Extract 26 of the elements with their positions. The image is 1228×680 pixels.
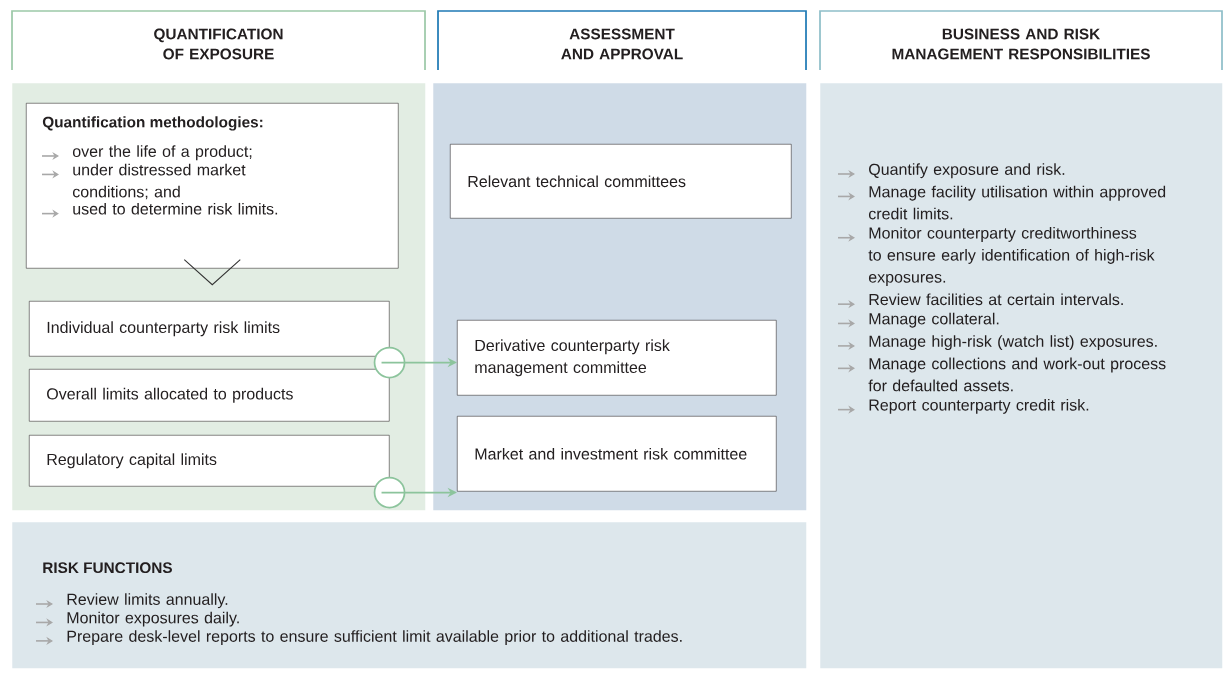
- list-item: Review limits annually.: [67, 593, 228, 609]
- text-box: Derivative counterparty risk management committee: [457, 320, 777, 396]
- list-item: Manage high-risk (watch list) exposures.: [869, 335, 1157, 351]
- list-item: Monitor exposures daily.: [67, 611, 239, 627]
- column-header: QUANTIFICATION OF EXPOSURE: [11, 10, 426, 71]
- text-box: Individual counterparty risk limits: [29, 301, 390, 357]
- list-item: Manage collections and work-out process for defaulted assets.: [868, 357, 1166, 392]
- list-item: Review facilities at certain intervals.: [869, 293, 1123, 306]
- column-header: BUSINESS AND RISK MANAGEMENT RESPONSIBILITIES: [819, 10, 1223, 71]
- list-heading: Quantification methodologies:: [42, 116, 263, 131]
- text-box: Overall limits allocated to products: [29, 369, 390, 422]
- list-item: Manage collateral.: [869, 312, 999, 328]
- list-heading: RISK FUNCTIONS: [43, 562, 172, 574]
- column-header: ASSESSMENT AND APPROVAL: [437, 10, 807, 71]
- list-item: Prepare desk-level reports to ensure sufficient limit available prior to additional trades.: [67, 630, 682, 646]
- arrow: [373, 476, 457, 509]
- text-box: Market and investment risk committee: [457, 416, 777, 492]
- arrow: [373, 346, 457, 379]
- text-box: Regulatory capital limits: [29, 435, 390, 487]
- list-item: Report counterparty credit risk.: [869, 398, 1089, 414]
- list-item: over the life of a product;: [72, 145, 252, 161]
- list-item: Manage facility utilisation within approved credit limits.: [868, 185, 1166, 220]
- text-box: Relevant technical committees: [450, 144, 792, 219]
- list-item: Quantify exposure and risk.: [869, 163, 1065, 179]
- list-item: used to determine risk limits.: [73, 202, 278, 215]
- list-item: Monitor counterparty creditworthiness to ensure early identification of high-risk exposures.: [868, 227, 1155, 286]
